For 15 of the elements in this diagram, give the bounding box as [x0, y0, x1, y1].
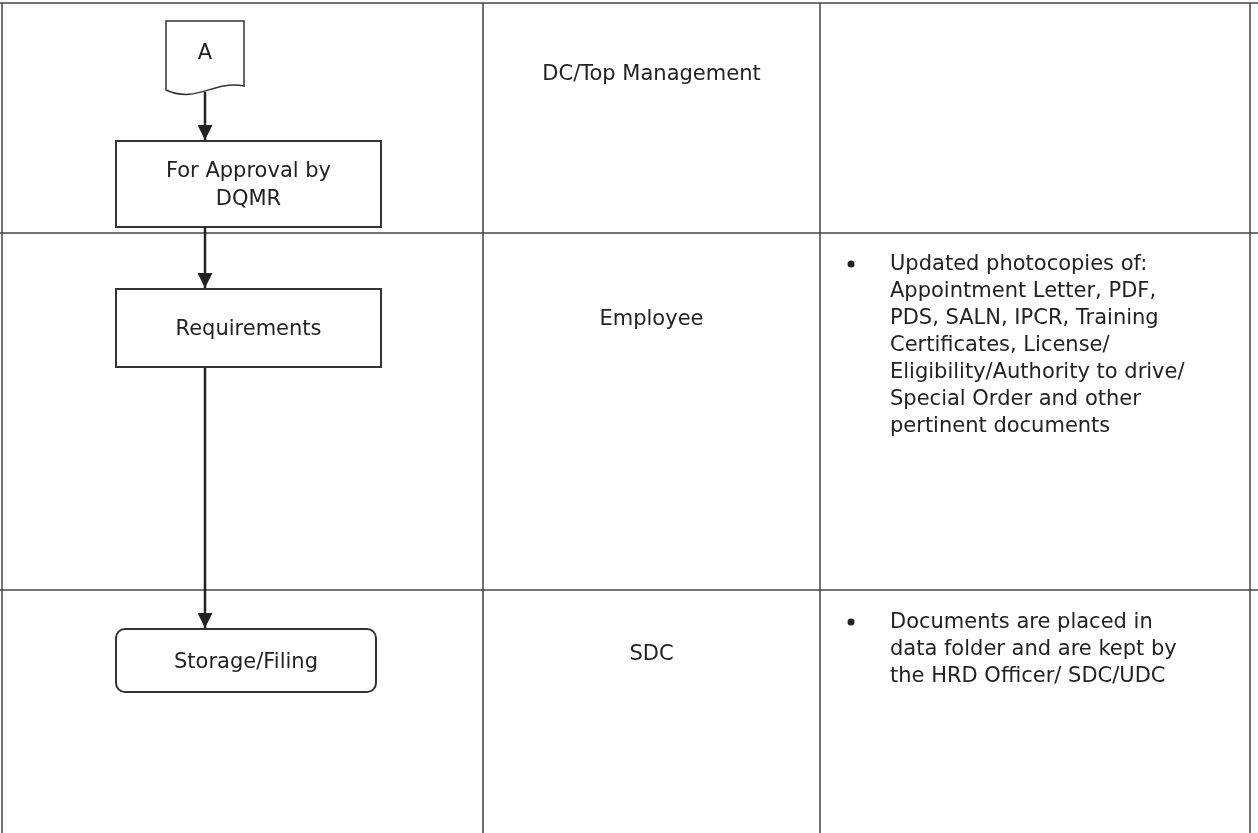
node-text: Storage/Filing: [174, 647, 318, 675]
process-box: [115, 288, 382, 368]
node-text: For Approval by DQMR: [164, 157, 333, 212]
arrow: [197, 228, 213, 288]
process-box: [115, 140, 382, 228]
terminal-box: [115, 628, 377, 693]
cell-text: SDC: [629, 641, 674, 665]
arrow: [197, 92, 213, 140]
node-text: A: [197, 39, 213, 66]
bullet-item: Documents are placed in data folder and are kept by the HRD Officer/ SDC/UDC: [890, 608, 1178, 689]
arrow: [197, 368, 213, 628]
cell-text: DC/Top Management: [542, 61, 761, 85]
node-text: Requirements: [175, 315, 322, 342]
bullet-item: Updated photocopies of: Appointment Letter, PDF, PDS, SALN, IPCR, Training Certificates, License/ Eligibility/Authority to drive/ Special Order and other pertinent documents: [890, 250, 1186, 439]
cell-text: Employee: [599, 306, 704, 330]
